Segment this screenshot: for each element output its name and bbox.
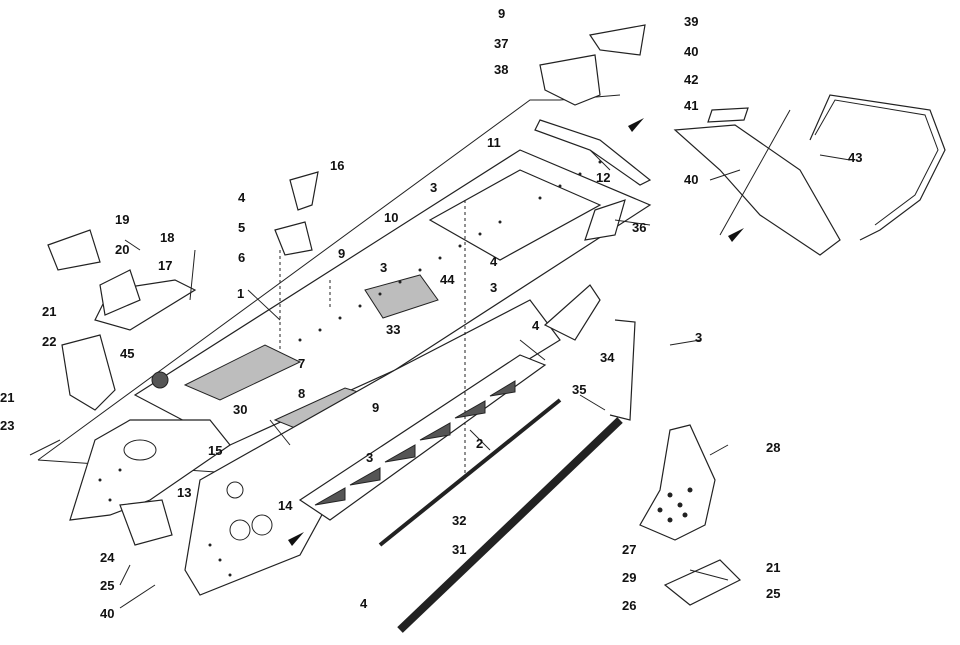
rivet-dots bbox=[98, 160, 602, 577]
callout-40: 40 bbox=[684, 44, 698, 59]
callout-43: 43 bbox=[848, 150, 862, 165]
callout-36: 36 bbox=[632, 220, 646, 235]
footrest-27 bbox=[639, 424, 716, 541]
callout-33: 33 bbox=[386, 322, 400, 337]
callout-18: 18 bbox=[160, 230, 174, 245]
bracket-37 bbox=[539, 54, 601, 106]
callout-42: 42 bbox=[684, 72, 698, 87]
footrest-holes bbox=[657, 487, 693, 523]
rail-cutouts bbox=[314, 380, 516, 506]
left-side-panel bbox=[69, 419, 231, 521]
tunnel-grip-pad-44 bbox=[364, 274, 439, 319]
leader-lines bbox=[119, 149, 851, 609]
bracket-34 bbox=[543, 284, 601, 341]
callout-15: 15 bbox=[208, 443, 222, 458]
arrow-marker bbox=[628, 118, 644, 132]
bar-31 bbox=[397, 417, 623, 633]
callout-25: 25 bbox=[100, 578, 114, 593]
callout-40: 40 bbox=[684, 172, 698, 187]
callout-4: 4 bbox=[360, 596, 368, 611]
callout-17: 17 bbox=[158, 258, 172, 273]
callout-21: 21 bbox=[0, 390, 14, 405]
callout-3: 3 bbox=[366, 450, 373, 465]
guard-22 bbox=[61, 334, 116, 411]
tunnel-cover-panel bbox=[428, 169, 602, 261]
callout-27: 27 bbox=[622, 542, 636, 557]
callout-22: 22 bbox=[42, 334, 56, 349]
side-panel-hole bbox=[229, 519, 251, 541]
callout-37: 37 bbox=[494, 36, 508, 51]
callout-16: 16 bbox=[330, 158, 344, 173]
callout-3: 3 bbox=[380, 260, 387, 275]
callout-40: 40 bbox=[100, 606, 114, 621]
bracket-6 bbox=[274, 221, 313, 256]
callout-14: 14 bbox=[278, 498, 293, 513]
rear-bracket-12 bbox=[534, 119, 652, 186]
callout-28: 28 bbox=[766, 440, 780, 455]
cover-19 bbox=[47, 229, 101, 271]
side-panel-hole bbox=[226, 481, 244, 499]
rod-32 bbox=[378, 398, 562, 547]
callout-21: 21 bbox=[766, 560, 780, 575]
arrow-marker bbox=[288, 532, 304, 546]
panel-36 bbox=[584, 199, 626, 241]
rear-bumper-inner bbox=[814, 99, 939, 226]
tunnel-grip-pad-left bbox=[183, 344, 302, 401]
callout-4: 4 bbox=[238, 190, 246, 205]
callout-1: 1 bbox=[237, 286, 244, 301]
callout-9: 9 bbox=[372, 400, 379, 415]
callout-8: 8 bbox=[298, 386, 305, 401]
callout-4: 4 bbox=[532, 318, 540, 333]
grommet-45 bbox=[151, 371, 169, 389]
callout-30: 30 bbox=[233, 402, 247, 417]
callout-11: 11 bbox=[487, 135, 501, 150]
callout-3: 3 bbox=[430, 180, 437, 195]
decal-42 bbox=[707, 107, 749, 123]
callout-26: 26 bbox=[622, 598, 636, 613]
callout-6: 6 bbox=[238, 250, 245, 265]
callout-31: 31 bbox=[452, 542, 466, 557]
callout-9: 9 bbox=[498, 6, 505, 21]
cover-16 bbox=[289, 171, 319, 211]
callout-5: 5 bbox=[238, 220, 245, 235]
callout-35: 35 bbox=[572, 382, 586, 397]
callout-20: 20 bbox=[115, 242, 129, 257]
callout-25: 25 bbox=[766, 586, 780, 601]
callout-45: 45 bbox=[120, 346, 134, 361]
loop-handle bbox=[99, 269, 141, 316]
callout-38: 38 bbox=[494, 62, 508, 77]
arrow-marker bbox=[728, 228, 744, 242]
side-panel-hole bbox=[123, 439, 157, 461]
callout-12: 12 bbox=[596, 170, 610, 185]
callout-2: 2 bbox=[476, 436, 483, 451]
callout-23: 23 bbox=[0, 418, 14, 433]
rear-bumper-loop bbox=[809, 94, 946, 241]
callout-3: 3 bbox=[695, 330, 702, 345]
bumper-cap-39 bbox=[588, 24, 646, 56]
callout-4: 4 bbox=[490, 254, 498, 269]
callout-7: 7 bbox=[298, 356, 305, 371]
callout-24: 24 bbox=[100, 550, 115, 565]
chassis-assembly bbox=[29, 94, 652, 596]
cable-35 bbox=[609, 319, 636, 421]
callout-34: 34 bbox=[600, 350, 615, 365]
callout-44: 44 bbox=[440, 272, 455, 287]
callout-3: 3 bbox=[490, 280, 497, 295]
callout-32: 32 bbox=[452, 513, 466, 528]
mount-24 bbox=[119, 499, 173, 546]
callout-13: 13 bbox=[177, 485, 191, 500]
callout-21: 21 bbox=[42, 304, 56, 319]
side-panel-hole bbox=[251, 514, 273, 536]
callout-9: 9 bbox=[338, 246, 345, 261]
callout-10: 10 bbox=[384, 210, 398, 225]
callout-labels: 1 2 3 3 3 3 3 4 4 4 4 5 6 7 8 9 9 9 10 1… bbox=[0, 6, 862, 621]
callout-41: 41 bbox=[684, 98, 698, 113]
callout-29: 29 bbox=[622, 570, 636, 585]
callout-19: 19 bbox=[115, 212, 129, 227]
mount-26 bbox=[663, 559, 742, 606]
snowflap-41 bbox=[673, 124, 841, 256]
callout-39: 39 bbox=[684, 14, 698, 29]
